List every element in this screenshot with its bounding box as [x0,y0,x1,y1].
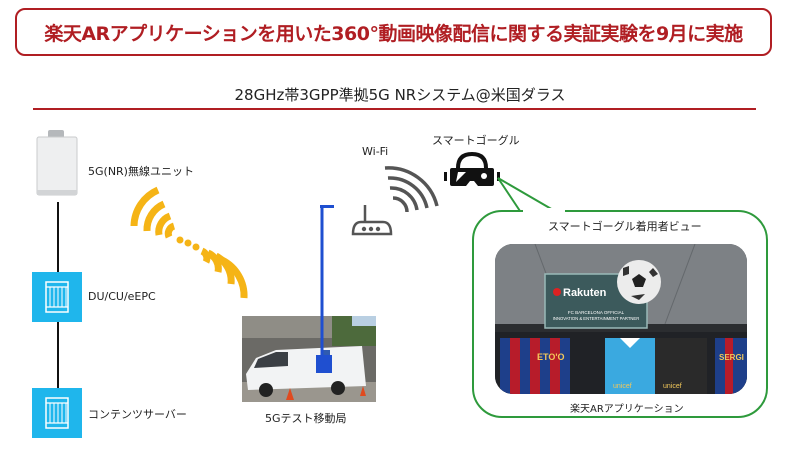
link-radio-du [57,202,59,272]
jersey-sponsor-1: unicef [613,383,632,390]
mobile-station-photo [242,316,376,402]
du-cu-epc-label: DU/CU/eEPC [88,290,156,303]
du-cu-epc-node [32,272,82,322]
jersey-sponsor-2: unicef [663,383,682,390]
wifi-router-icon [345,160,445,240]
jersey-name-2: SERGI [719,353,744,362]
vr-goggle-icon [444,150,500,192]
radio-unit-label: 5G(NR)無線ユニット [88,165,194,178]
jersey-name-1: ETO'O [537,352,564,362]
callout-pointer-cover [523,208,565,214]
radio-unit-icon [34,130,82,202]
radio-signal-icon [120,180,260,310]
page-subtitle: 28GHz帯3GPP準拠5G NRシステム@米国ダラス [234,86,566,104]
callout-title: スマートゴーグル着用者ビュー [548,220,702,233]
sign-line1: FC BARCELONA OFFICIAL [568,310,625,315]
content-server-node [32,388,82,438]
antenna-unit [316,355,332,373]
ar-app-caption: 楽天ARアプリケーション [570,404,684,415]
sign-brand: Rakuten [563,287,607,299]
server-icon [45,281,69,313]
sign-line2: INNOVATION & ENTERTAINMENT PARTNER [553,316,639,321]
mobile-station-label: 5Gテスト移動局 [265,412,347,425]
link-du-server [57,322,59,388]
wifi-label: Wi-Fi [362,145,389,158]
ar-view-image: Rakuten FC BARCELONA OFFICIAL INNOVATION… [495,244,747,394]
page-title: 楽天ARアプリケーションを用いた360°動画映像配信に関する実証実験を9月に実施 [44,22,743,45]
antenna-mast [320,205,334,375]
server-icon [45,397,69,429]
callout-pointer [490,170,570,216]
content-server-label: コンテンツサーバー [88,408,187,421]
smart-goggle-label: スマートゴーグル [432,134,520,147]
title-divider [33,108,756,110]
title-banner: 楽天ARアプリケーションを用いた360°動画映像配信に関する実証実験を9月に実施 [15,8,772,56]
